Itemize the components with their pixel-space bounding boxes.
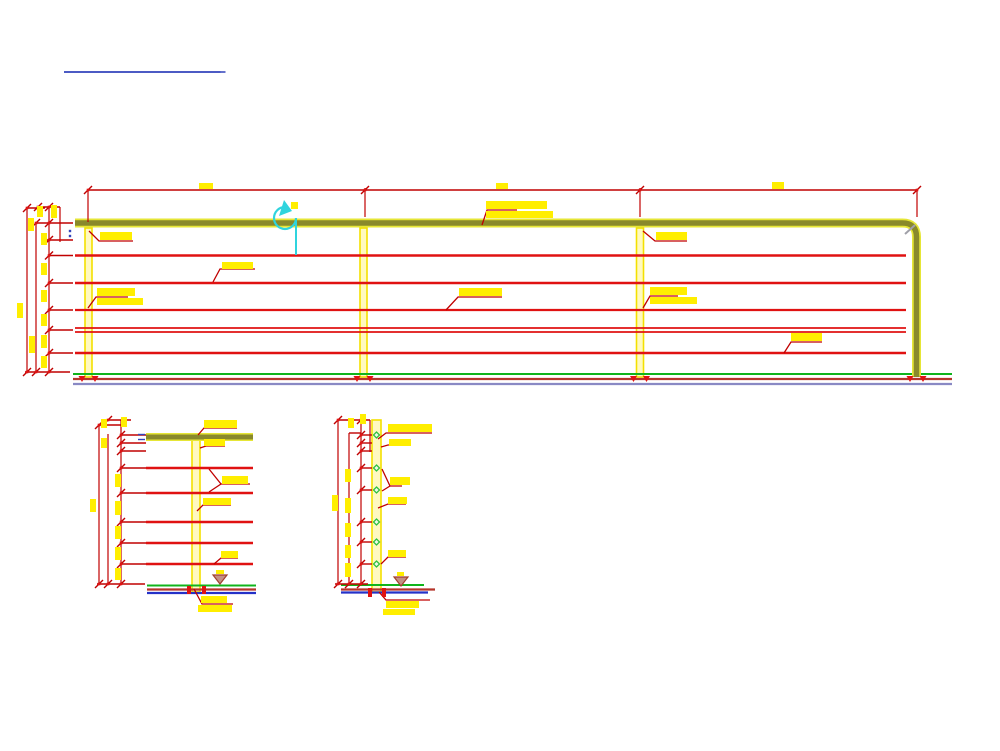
dimension-chain <box>332 414 372 589</box>
marks <box>368 431 410 597</box>
detail-section-left <box>90 415 256 612</box>
dimension-chain <box>90 415 146 589</box>
detail-section-right <box>332 414 435 615</box>
dimension-chain <box>17 182 922 377</box>
leader-labels <box>193 420 250 612</box>
rails-and-ground-lines <box>146 466 256 595</box>
posts <box>84 227 645 378</box>
posts <box>191 439 201 593</box>
marks <box>64 71 927 382</box>
rails-and-ground-lines <box>341 584 435 594</box>
leader-labels <box>87 201 822 354</box>
ground-level-marker <box>211 570 229 585</box>
rails-and-ground-lines <box>73 254 952 386</box>
leader-labels <box>377 424 432 615</box>
section-marker-icon <box>272 200 298 255</box>
main-elevation <box>17 71 952 386</box>
marks <box>138 433 229 594</box>
rail-connection-marks <box>372 431 381 568</box>
ground-level-marker <box>392 572 410 587</box>
